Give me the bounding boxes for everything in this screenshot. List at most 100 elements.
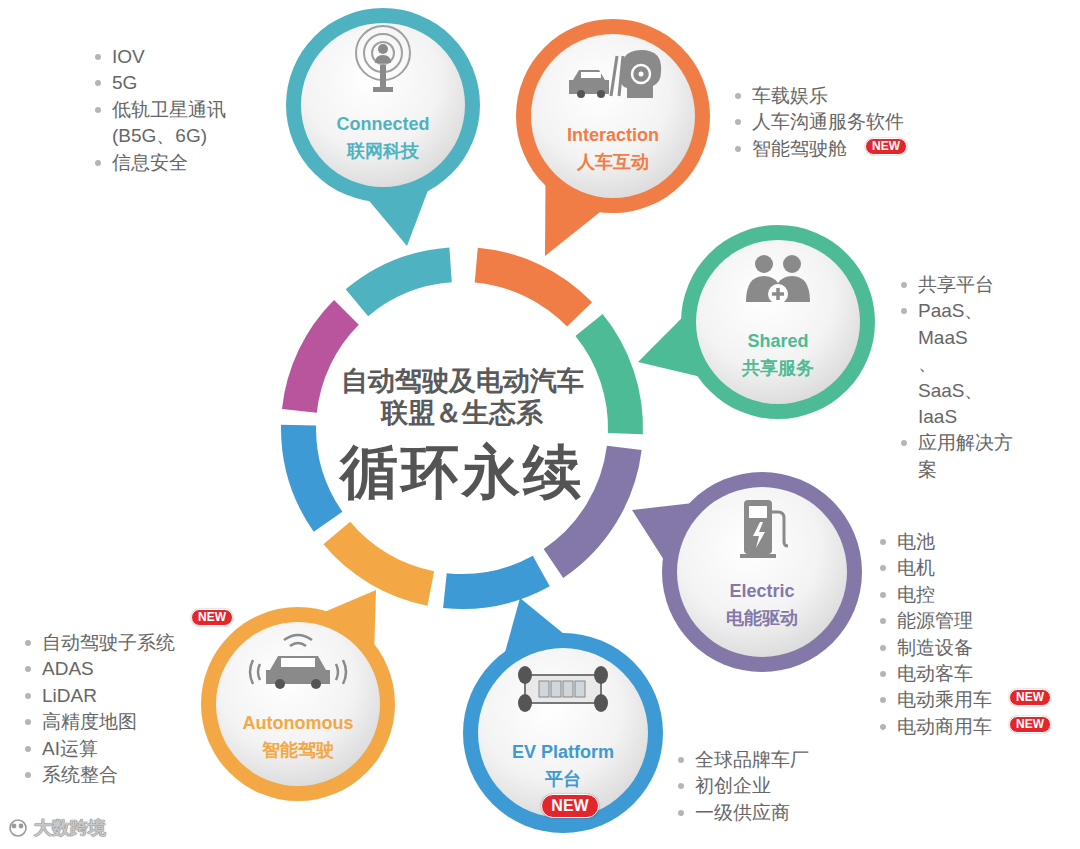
category-bubble: NEW EV Platform平台	[463, 633, 663, 833]
shared-icon	[746, 255, 810, 304]
bubble-ring	[286, 8, 480, 202]
icon-part	[275, 679, 285, 689]
icon-part	[753, 522, 765, 548]
icon-part	[632, 65, 650, 83]
icon-part	[380, 65, 386, 87]
icon-part	[373, 87, 393, 92]
icon-part	[266, 656, 330, 684]
category-name-en: Connected	[286, 111, 480, 137]
icon-part	[539, 681, 549, 697]
bullet-item: 全球品牌车厂	[695, 747, 809, 773]
bullet-item: 电控	[897, 582, 935, 608]
new-badge-text: NEW	[198, 610, 226, 625]
bullet-item: 自动驾驶子系统	[42, 630, 175, 656]
new-badge: NEW	[541, 794, 598, 818]
category-bubble: Autonomous智能驾驶	[201, 607, 395, 801]
interaction-icon	[569, 50, 661, 98]
bullet-item: LiDAR	[42, 683, 97, 709]
ring-segment	[323, 522, 434, 606]
bubble-shape	[286, 8, 480, 202]
new-badge: NEW	[191, 609, 233, 626]
text-holder: Autonomous智能驾驶	[201, 710, 395, 763]
bullet-item: 系统整合	[42, 762, 118, 788]
bubble-face	[478, 648, 648, 818]
bubble-shape	[662, 472, 862, 672]
bullet-item: 共享平台	[918, 272, 994, 298]
text-holder: EV Platform平台	[463, 739, 663, 792]
bullet-list: 全球品牌车厂初创企业一级供应商	[695, 747, 809, 826]
icon-part	[518, 666, 532, 684]
icon-part	[772, 512, 788, 546]
bubble-ring	[516, 19, 710, 213]
bubble-ring	[463, 633, 663, 833]
icon-part	[594, 694, 608, 712]
bullet-item: 能源管理	[897, 608, 973, 634]
category-name-zh: 平台	[463, 766, 663, 792]
bullet-item: 电动商用车	[897, 714, 992, 740]
icon-part	[284, 635, 312, 646]
bullet-list: IOV5G低轨卫星通讯 (B5G、6G)信息安全	[112, 44, 226, 176]
new-badge-text: NEW	[1016, 690, 1044, 705]
icon-part	[755, 255, 773, 273]
icon-part	[621, 50, 662, 98]
icon-part	[378, 44, 388, 54]
category-bubble: Connected联网科技	[286, 8, 480, 202]
icon-part	[575, 681, 585, 697]
text-holder: Electric电能驱动	[662, 578, 862, 631]
new-badge: NEW	[1009, 716, 1051, 733]
bullet-item: 电机	[897, 555, 935, 581]
icon-part	[749, 506, 767, 518]
category-bubble: Electric电能驱动	[662, 472, 862, 672]
text-holder: 自动驾驶及电动汽车 联盟＆生态系循环永续	[317, 365, 607, 505]
bullet-item: 电动乘用车	[897, 687, 992, 713]
ring-segment	[575, 314, 643, 434]
bullet-item: 高精度地图	[42, 709, 137, 735]
icon-part	[311, 679, 321, 689]
bullet-item: 车载娱乐	[752, 83, 828, 109]
bullet-list: 自动驾驶子系统ADASLiDAR高精度地图AI运算系统整合	[42, 630, 175, 788]
icon-part	[563, 681, 573, 697]
category-name-zh: 智能驾驶	[201, 737, 395, 763]
icon-part	[581, 72, 601, 78]
icon-part	[597, 90, 605, 98]
new-badge-text: NEW	[551, 796, 588, 816]
center-subtitle: 自动驾驶及电动汽车 联盟＆生态系	[331, 365, 593, 429]
bullet-item: 初创企业	[695, 773, 771, 799]
bubble-face	[531, 34, 695, 198]
new-badge: NEW	[1009, 689, 1051, 706]
category-name-zh: 人车互动	[516, 149, 710, 175]
text-holder: Shared共享服务	[681, 328, 875, 381]
bubble-face	[301, 23, 465, 187]
icon-part	[569, 70, 609, 94]
text-holder: Interaction人车互动	[516, 122, 710, 175]
bullet-item: 人车沟通服务软件	[752, 109, 904, 135]
ring-segment	[346, 247, 452, 316]
bullet-item: ADAS	[42, 656, 94, 682]
icon-part	[783, 255, 801, 273]
new-badge: NEW	[865, 138, 907, 155]
bullet-item: 应用解决方 案	[918, 430, 1013, 483]
icon-part	[768, 284, 788, 304]
category-name-en: Electric	[662, 578, 862, 604]
ring-segment	[443, 556, 550, 609]
bubble-ring	[681, 225, 875, 419]
category-name-en: Interaction	[516, 122, 710, 148]
bullet-item: 智能驾驶舱	[752, 136, 847, 162]
category-name-zh: 共享服务	[681, 355, 875, 381]
bullet-item: PaaS、MaaS 、SaaS、IaaS	[918, 298, 983, 430]
bubble-ring	[201, 607, 395, 801]
watermark: 大数跨境	[34, 816, 106, 840]
icon-part	[525, 675, 601, 703]
center-ring: 自动驾驶及电动汽车 联盟＆生态系循环永续	[317, 283, 607, 573]
icon-part	[577, 90, 585, 98]
icon-part	[551, 681, 561, 697]
bullet-item: 电动客车	[897, 661, 973, 687]
new-badge-text: NEW	[1016, 717, 1044, 732]
icon-part	[518, 694, 532, 712]
bullet-item: 低轨卫星通讯 (B5G、6G)	[112, 97, 226, 150]
center-title: 循环永续	[317, 439, 607, 505]
bullet-list: 电池电机电控能源管理制造设备电动客车电动乘用车电动商用车	[897, 529, 992, 740]
bullet-item: IOV	[112, 44, 145, 70]
bullet-item: 5G	[112, 70, 137, 96]
category-name-zh: 联网科技	[286, 138, 480, 164]
